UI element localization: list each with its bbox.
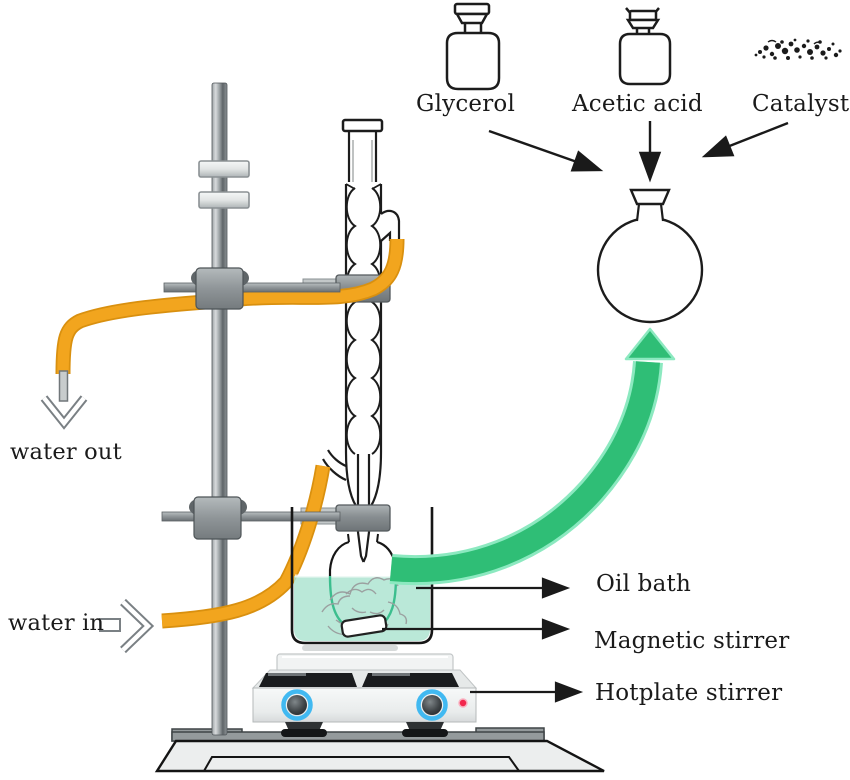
magnetic-stir-bar — [340, 614, 388, 638]
hotplate-stirrer-leader — [470, 681, 584, 703]
oil-bath-beaker — [290, 507, 434, 645]
hot-plate-left — [259, 673, 357, 687]
support-rod-upper — [163, 282, 341, 293]
product-round-bottom-flask — [596, 188, 704, 324]
hotplate-knob-left — [281, 689, 313, 721]
hotplate-feet — [281, 722, 448, 737]
pole-clamp-plates — [198, 160, 250, 209]
label-leader-lines — [382, 577, 584, 703]
oil-bath-label: Oil bath — [596, 571, 691, 597]
magnetic-stirrer-label: Magnetic stirrer — [594, 628, 790, 654]
glycerol-arrow — [488, 129, 604, 172]
catalyst-label: Catalyst — [752, 91, 850, 117]
glycerol-label: Glycerol — [416, 91, 516, 117]
water-out-label: water out — [10, 439, 122, 465]
water-in-arrow-icon — [99, 598, 155, 654]
bosshead-clamp-lower — [189, 496, 247, 540]
water-in-label: water in — [8, 610, 105, 636]
oil-bath-leader — [416, 577, 571, 599]
water-in-tube — [161, 464, 331, 629]
hotplate-stirrer — [251, 645, 478, 737]
transfer-arrow — [389, 327, 676, 586]
bosshead-clamp-upper — [191, 267, 249, 310]
reagent-arrows — [488, 121, 789, 183]
magnetic-stirrer-leader — [382, 618, 571, 640]
hotplate-knob-right — [416, 689, 448, 721]
catalyst-powder — [754, 38, 842, 60]
allihn-condenser — [322, 118, 401, 563]
acetic-acid-label: Acetic acid — [572, 91, 703, 117]
support-rod-lower — [161, 511, 341, 522]
catalyst-arrow — [701, 121, 789, 158]
stand-pole — [211, 82, 228, 736]
glycerol-bottle — [445, 2, 501, 91]
stand-base — [154, 727, 605, 773]
acetic-acid-bottle — [618, 7, 672, 86]
hot-plate-right — [362, 673, 459, 687]
water-out-arrow-icon — [40, 395, 88, 430]
power-led — [458, 698, 468, 708]
hotplate-stirrer-label: Hotplate stirrer — [595, 680, 783, 706]
acetic-acid-arrow — [638, 121, 662, 183]
